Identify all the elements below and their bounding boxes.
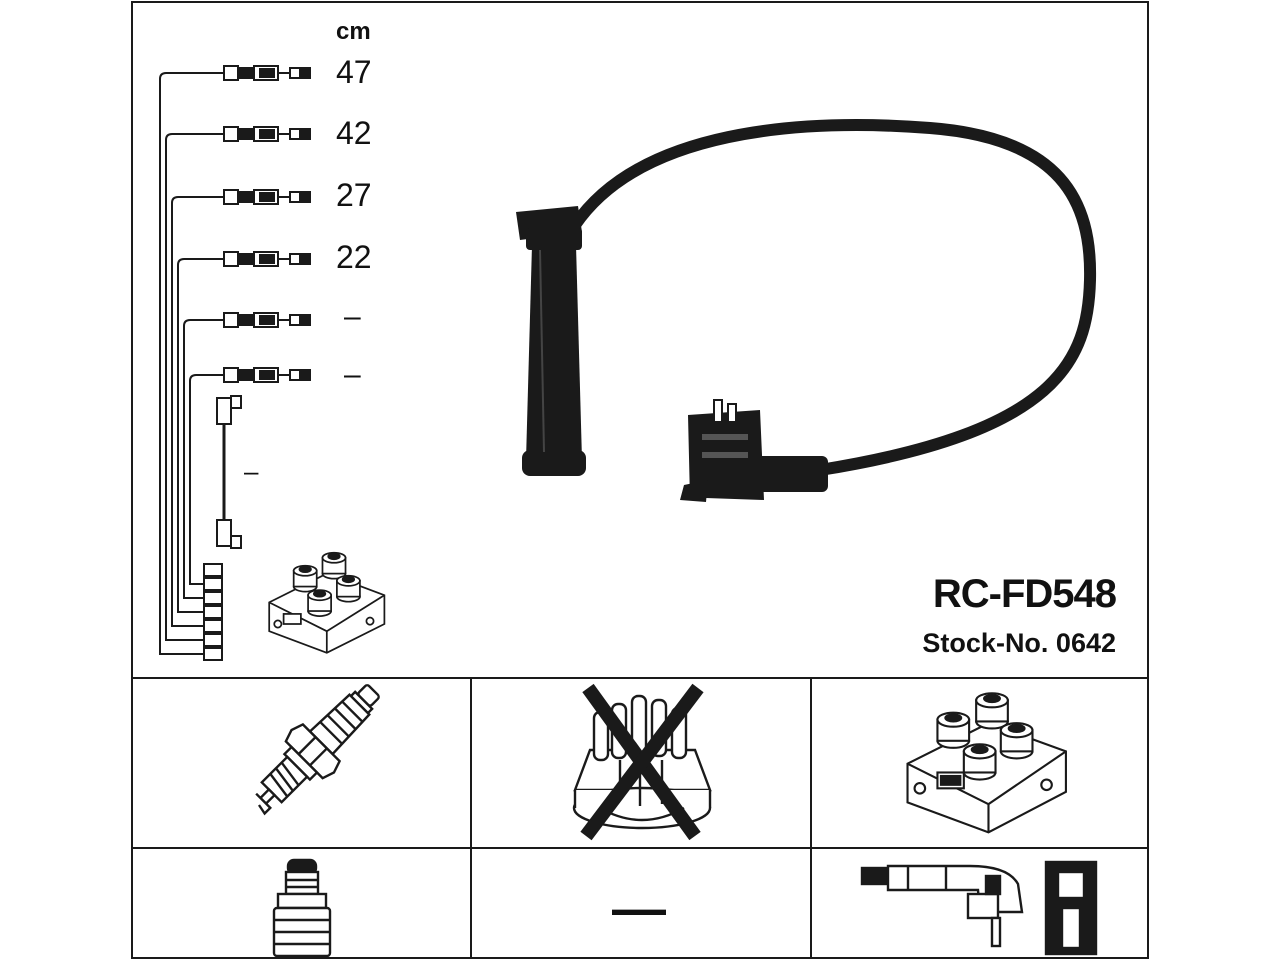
ignition-cable-illustration <box>516 119 1097 502</box>
plug-end-connector <box>223 65 311 81</box>
cross-out-mark <box>580 683 704 841</box>
coil-terminal <box>203 591 223 605</box>
plug-end-connector <box>223 251 311 267</box>
product-model: RC-FD548 <box>932 572 1117 616</box>
cable-line-3 <box>171 196 224 627</box>
plug-connector-icon <box>272 858 332 958</box>
coil-terminal <box>203 577 223 591</box>
cable-length-2: 42 <box>336 115 372 151</box>
plug-end-connectors <box>223 65 311 383</box>
cable-length-3: 27 <box>336 177 372 213</box>
unit-label: cm <box>336 18 371 45</box>
cable-line-2 <box>165 133 224 641</box>
cable-length-5: – <box>344 300 361 333</box>
plug-end-connector <box>223 189 311 205</box>
plug-end-connector <box>223 312 311 328</box>
cable-line-5 <box>183 319 224 599</box>
coil-terminal <box>203 563 223 577</box>
coil-terminal <box>203 647 223 661</box>
ignition-coil-small <box>268 551 386 654</box>
cable-length-6: – <box>344 358 361 391</box>
cable-line-6 <box>189 374 224 585</box>
cable-length-1: 47 <box>336 54 372 90</box>
cable-length-4: 22 <box>336 239 372 275</box>
coil-lead-length: – <box>244 456 259 486</box>
plug-end-connector <box>223 367 311 383</box>
cable-line-1 <box>159 72 224 655</box>
ignition-coil-icon <box>906 692 1067 834</box>
spark-plug-icon <box>255 684 380 816</box>
cable-set-schematic <box>159 72 224 661</box>
no-part-marker: — <box>612 879 666 939</box>
coil-lead-schematic <box>216 395 242 549</box>
coil-terminal <box>203 633 223 647</box>
cable-line-4 <box>177 258 224 613</box>
coil-connector-icon <box>860 860 1098 956</box>
coil-terminal <box>203 619 223 633</box>
plug-end-connector <box>223 126 311 142</box>
outer-frame <box>131 1 1149 959</box>
stock-number: Stock-No. 0642 <box>922 628 1116 658</box>
coil-terminal <box>203 605 223 619</box>
